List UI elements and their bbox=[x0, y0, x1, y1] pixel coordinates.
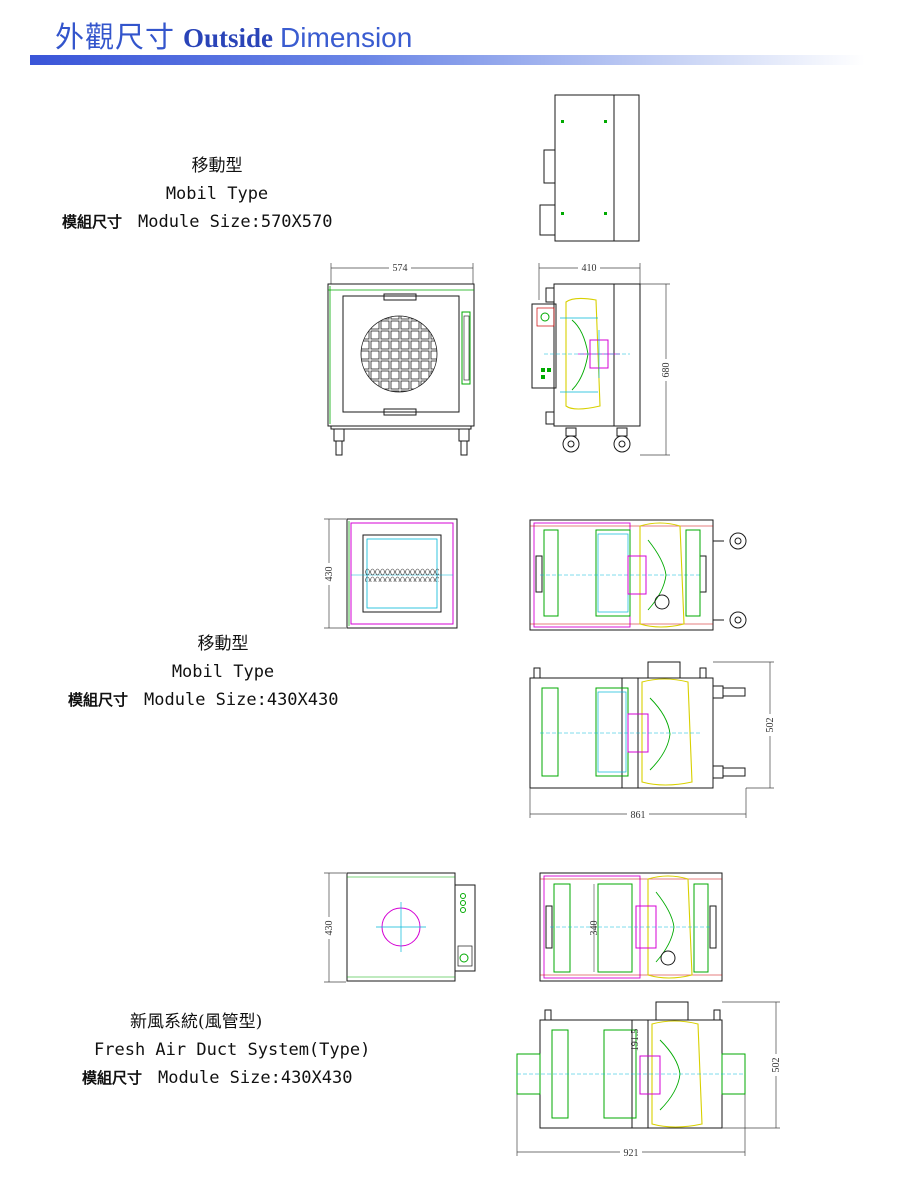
section-1-type-cjk: 移動型 bbox=[191, 156, 243, 176]
mobile430-front-view bbox=[324, 518, 458, 629]
section-1-label: 移動型 Mobil Type 模組尺寸 Module Size:570X570 bbox=[62, 152, 362, 236]
mobile570-side-view bbox=[531, 263, 670, 456]
section-2-type-en: Mobil Type bbox=[171, 662, 275, 682]
dim-191-5: 191.5 bbox=[630, 1029, 641, 1052]
dim-340: 340 bbox=[589, 921, 600, 936]
section-2-module-size: Module Size:430X430 bbox=[144, 690, 339, 710]
dim-574: 574 bbox=[393, 263, 408, 274]
section-1-module-line: 模組尺寸 Module Size:570X570 bbox=[62, 208, 362, 236]
section-2-type-cjk: 移動型 bbox=[197, 634, 249, 654]
section-3-type-cjk: 新風系統(風管型) bbox=[130, 1012, 263, 1032]
dim-921: 921 bbox=[624, 1148, 639, 1159]
mobile570-front-view bbox=[327, 263, 475, 456]
section-1-type-en: Mobil Type bbox=[165, 184, 269, 204]
section-2-label: 移動型 Mobil Type 模組尺寸 Module Size:430X430 bbox=[68, 630, 368, 714]
duct-front-view bbox=[324, 872, 476, 983]
section-1-module-cjk: 模組尺寸 bbox=[62, 213, 123, 231]
section-2-module-line: 模組尺寸 Module Size:430X430 bbox=[68, 686, 368, 714]
mobile430-top-view bbox=[529, 519, 747, 631]
mobile430-side-view bbox=[529, 661, 774, 818]
section-3-type-en: Fresh Air Duct System(Type) bbox=[94, 1040, 371, 1060]
title-outside: Outside bbox=[183, 23, 274, 53]
dim-410: 410 bbox=[582, 263, 597, 274]
mobile570-top-view bbox=[539, 94, 640, 242]
duct-top-view bbox=[539, 872, 723, 982]
title-dimension: Dimension bbox=[280, 22, 413, 53]
section-3-label: 新風系統(風管型) Fresh Air Duct System(Type) 模組… bbox=[82, 1008, 412, 1092]
section-3-module-cjk: 模組尺寸 bbox=[82, 1069, 143, 1087]
duct-side-view bbox=[516, 1001, 780, 1156]
section-2-module-cjk: 模組尺寸 bbox=[68, 691, 129, 709]
section-3-module-line: 模組尺寸 Module Size:430X430 bbox=[82, 1064, 412, 1092]
title-gradient-bar bbox=[30, 55, 865, 65]
dim-430-duct: 430 bbox=[324, 921, 335, 936]
title-chinese: 外觀尺寸 bbox=[55, 20, 176, 54]
dim-502-duct: 502 bbox=[771, 1058, 782, 1073]
dim-680: 680 bbox=[661, 363, 672, 378]
dim-861: 861 bbox=[631, 810, 646, 821]
dim-502-mobile: 502 bbox=[765, 718, 776, 733]
dim-430-mobile: 430 bbox=[324, 567, 335, 582]
section-1-module-size: Module Size:570X570 bbox=[138, 212, 333, 232]
section-3-module-size: Module Size:430X430 bbox=[158, 1068, 353, 1088]
